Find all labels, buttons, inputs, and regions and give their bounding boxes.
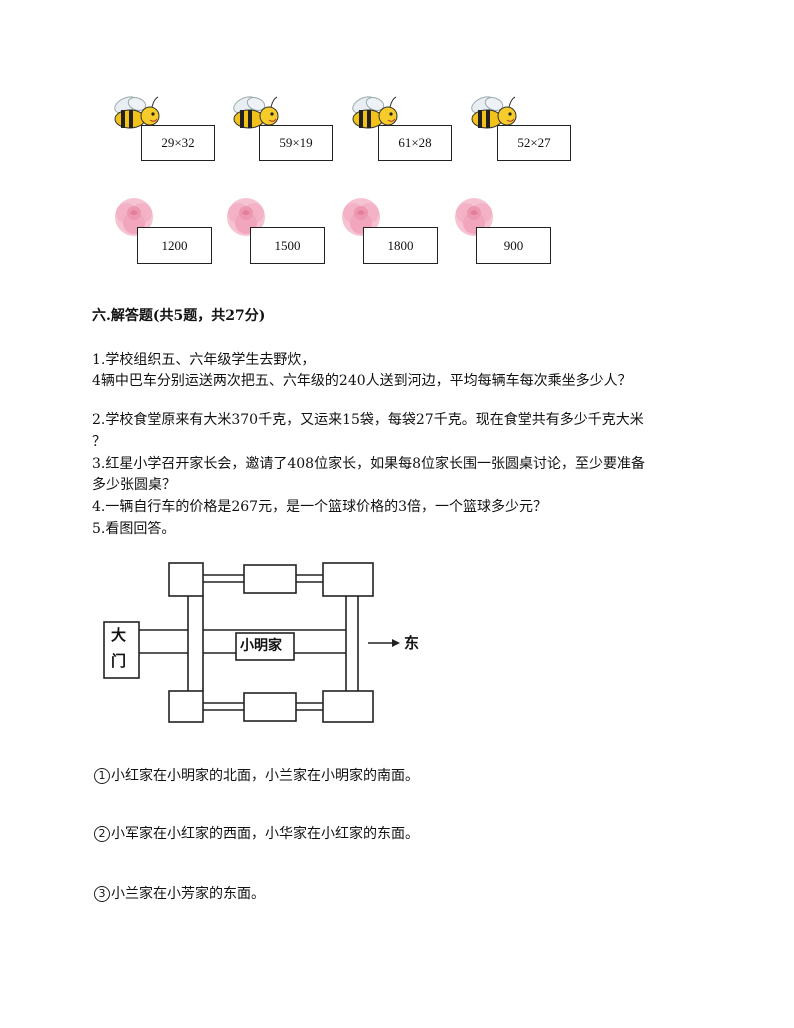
problem-text: 52×27 [517, 135, 551, 150]
map-house [322, 690, 374, 723]
number-card: 1200 [137, 227, 212, 264]
rose-icon [455, 198, 493, 236]
subquestion-text: 小兰家在小芳家的东面。 [111, 886, 265, 902]
problem-text: 61×28 [398, 135, 432, 150]
arrow-head-icon [392, 639, 400, 647]
gate-label-1: 大 [111, 626, 127, 644]
map-house [243, 692, 297, 722]
number-card: 1500 [250, 227, 325, 264]
problem-box: 29×32 [141, 125, 215, 161]
circled-number: 1 [94, 768, 110, 784]
gate-label-2: 门 [111, 652, 127, 670]
question-2-line-1: 2.学校食堂原来有大米370千克，又运来15袋，每袋27千克。现在食堂共有多少千… [92, 412, 644, 428]
map-house [243, 564, 297, 594]
number-text: 900 [503, 237, 524, 253]
bee-icon [233, 96, 279, 129]
bee-icon [471, 96, 517, 129]
question-3-line-1: 3.红星小学召开家长会，邀请了408位家长，如果每8位家长围一张圆桌讨论，至少要… [92, 456, 645, 472]
number-text: 1800 [387, 237, 414, 253]
question-1-line-2: 4辆中巴车分别运送两次把五、六年级的240人送到河边，平均每辆车每次乘坐多少人？ [92, 373, 632, 389]
circled-number: 2 [94, 826, 110, 842]
rose-icon [115, 198, 153, 236]
home-label: 小明家 [240, 638, 282, 654]
question-2-line-2: ？ [92, 434, 106, 450]
question-5: 5.看图回答。 [92, 521, 176, 537]
map-house [168, 690, 204, 723]
map-house [322, 562, 374, 597]
problem-box: 61×28 [378, 125, 452, 161]
problem-text: 29×32 [161, 135, 195, 150]
question-3-line-2: 多少张圆桌？ [92, 477, 176, 493]
bee-icon [352, 96, 398, 129]
number-card: 1800 [363, 227, 438, 264]
problem-text: 59×19 [279, 135, 313, 150]
problem-box: 59×19 [259, 125, 333, 161]
section-title: 六.解答题(共5题，共27分) [92, 308, 266, 324]
east-label: 东 [404, 634, 420, 652]
question-4: 4.一辆自行车的价格是267元，是一个篮球价格的3倍，一个篮球多少元？ [92, 499, 547, 515]
problem-box: 52×27 [497, 125, 571, 161]
number-card: 900 [476, 227, 551, 264]
subquestion-text: 小红家在小明家的北面，小兰家在小明家的南面。 [111, 768, 419, 784]
subquestion-text: 小军家在小红家的西面，小华家在小红家的东面。 [111, 826, 419, 842]
map-house [168, 562, 204, 597]
gate-box [103, 621, 140, 679]
number-text: 1500 [274, 237, 301, 253]
circled-number: 3 [94, 886, 110, 902]
map-diagram [103, 562, 400, 723]
number-text: 1200 [161, 237, 188, 253]
question-1-line-1: 1.学校组织五、六年级学生去野炊， [92, 352, 316, 368]
home-box [235, 632, 295, 661]
rose-icon [342, 198, 380, 236]
